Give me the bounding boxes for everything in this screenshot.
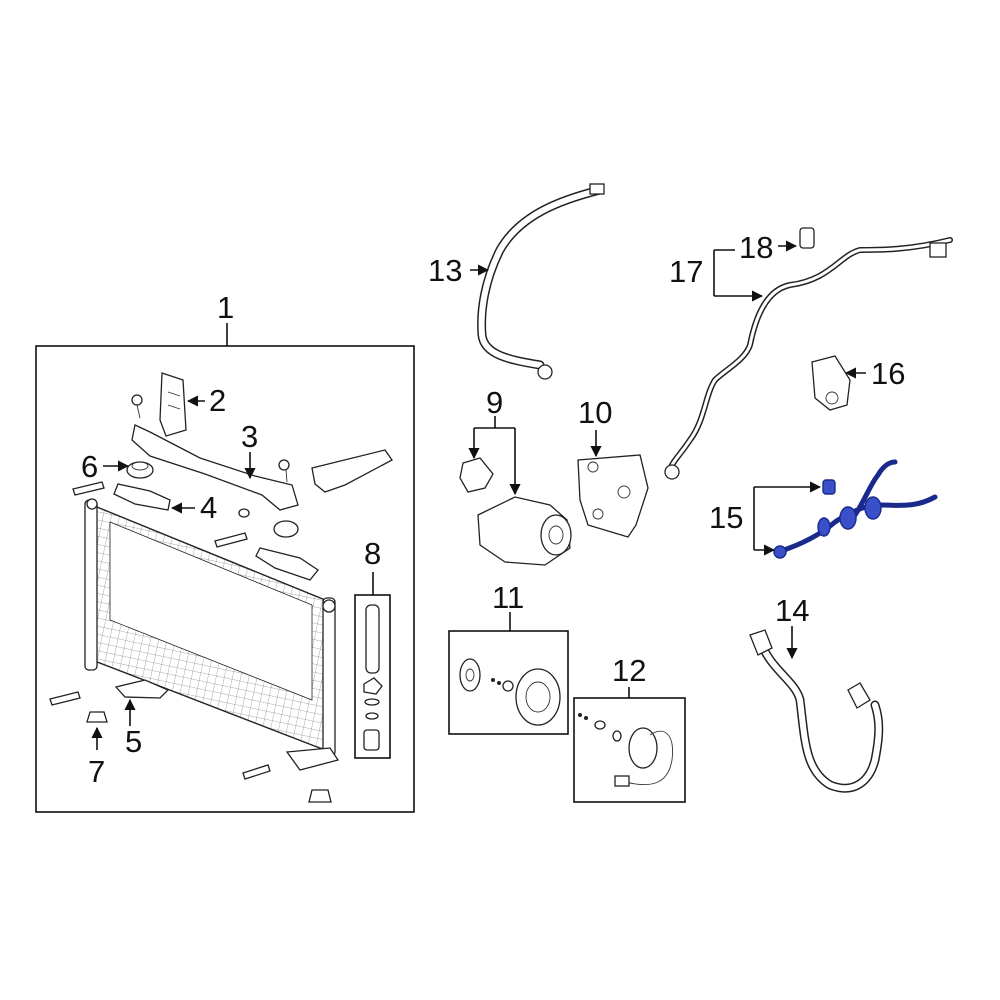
callout-14: 14	[775, 593, 809, 628]
lower-bracket-part	[49, 679, 340, 803]
callout-8: 8	[364, 536, 381, 571]
highlighted-pipe-part	[773, 459, 938, 559]
callout-11: 11	[492, 580, 524, 615]
callout-3: 3	[241, 419, 258, 454]
callout-15: 15	[709, 500, 743, 535]
receiver-kit-box	[354, 572, 391, 759]
insulator-part	[113, 483, 319, 581]
callout-18: 18	[739, 230, 773, 265]
condenser-core	[84, 498, 336, 757]
callout-4: 4	[200, 490, 217, 525]
compressor-part	[459, 457, 572, 566]
callout-5: 5	[125, 724, 142, 759]
liquid-hose-part	[749, 629, 884, 793]
grommet-part	[72, 461, 154, 496]
compressor-bracket-part	[577, 454, 649, 538]
field-coil-box	[573, 687, 686, 803]
callout-12: 12	[612, 653, 646, 688]
leader-lines	[91, 240, 866, 750]
callout-7: 7	[88, 754, 105, 789]
callout-16: 16	[871, 356, 905, 391]
upper-bracket-part	[131, 372, 187, 437]
clutch-kit-box	[448, 612, 569, 735]
hose-bracket-part	[811, 355, 851, 411]
callout-1: 1	[217, 290, 234, 325]
callout-9: 9	[486, 385, 503, 420]
condenser-mount-bar	[131, 424, 393, 511]
callout-2: 2	[209, 383, 226, 418]
discharge-hose-part	[477, 183, 605, 380]
callout-6: 6	[81, 449, 98, 484]
callout-13: 13	[428, 253, 462, 288]
suction-hose-part	[664, 227, 953, 480]
condenser-group-box	[35, 323, 415, 813]
callout-17: 17	[669, 254, 703, 289]
callout-10: 10	[578, 395, 612, 430]
